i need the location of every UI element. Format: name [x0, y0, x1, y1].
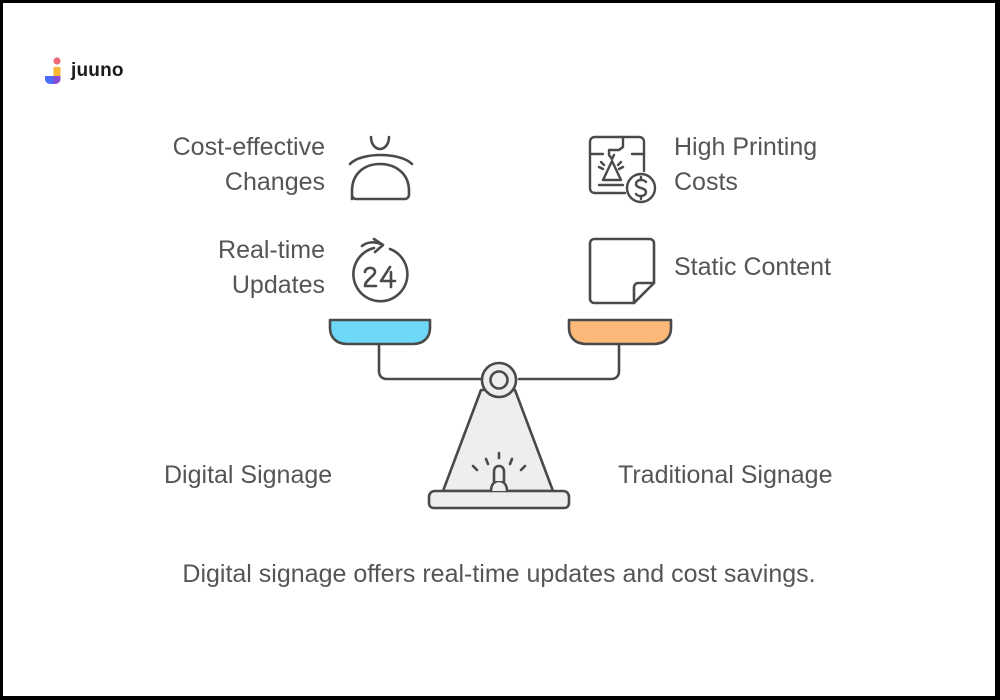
- balance-scale-icon: [328, 318, 673, 510]
- left-side-title: Digital Signage: [164, 461, 333, 489]
- label-static-content: Static Content: [674, 250, 934, 285]
- 24-hour-refresh-icon: [352, 237, 409, 303]
- label-cost-effective-changes: Cost-effective Changes: [103, 130, 325, 200]
- label-line: Costs: [674, 168, 738, 196]
- label-line: Real-time: [218, 236, 325, 264]
- right-pan: [567, 318, 673, 346]
- label-line: Updates: [231, 271, 325, 299]
- label-high-printing-costs: High Printing Costs: [674, 130, 934, 200]
- label-line: Cost-effective: [172, 133, 325, 161]
- left-pan: [328, 318, 432, 346]
- label-line: Static Content: [674, 253, 832, 281]
- caption: Digital signage offers real-time updates…: [182, 560, 816, 588]
- right-side-title: Traditional Signage: [618, 461, 833, 489]
- label-line: Changes: [224, 168, 325, 196]
- sticky-note-icon: [588, 237, 656, 305]
- brand-name: juuno: [71, 60, 124, 81]
- brand-logo: juuno: [43, 57, 124, 85]
- printer-dollar-icon: [588, 135, 657, 204]
- diagram-canvas: juuno Cost-effective Changes Real-time U…: [3, 3, 995, 696]
- juuno-logo-icon: [45, 57, 61, 84]
- label-real-time-updates: Real-time Updates: [103, 233, 325, 303]
- service-bell-icon: [348, 135, 414, 201]
- label-line: High Printing: [674, 133, 818, 161]
